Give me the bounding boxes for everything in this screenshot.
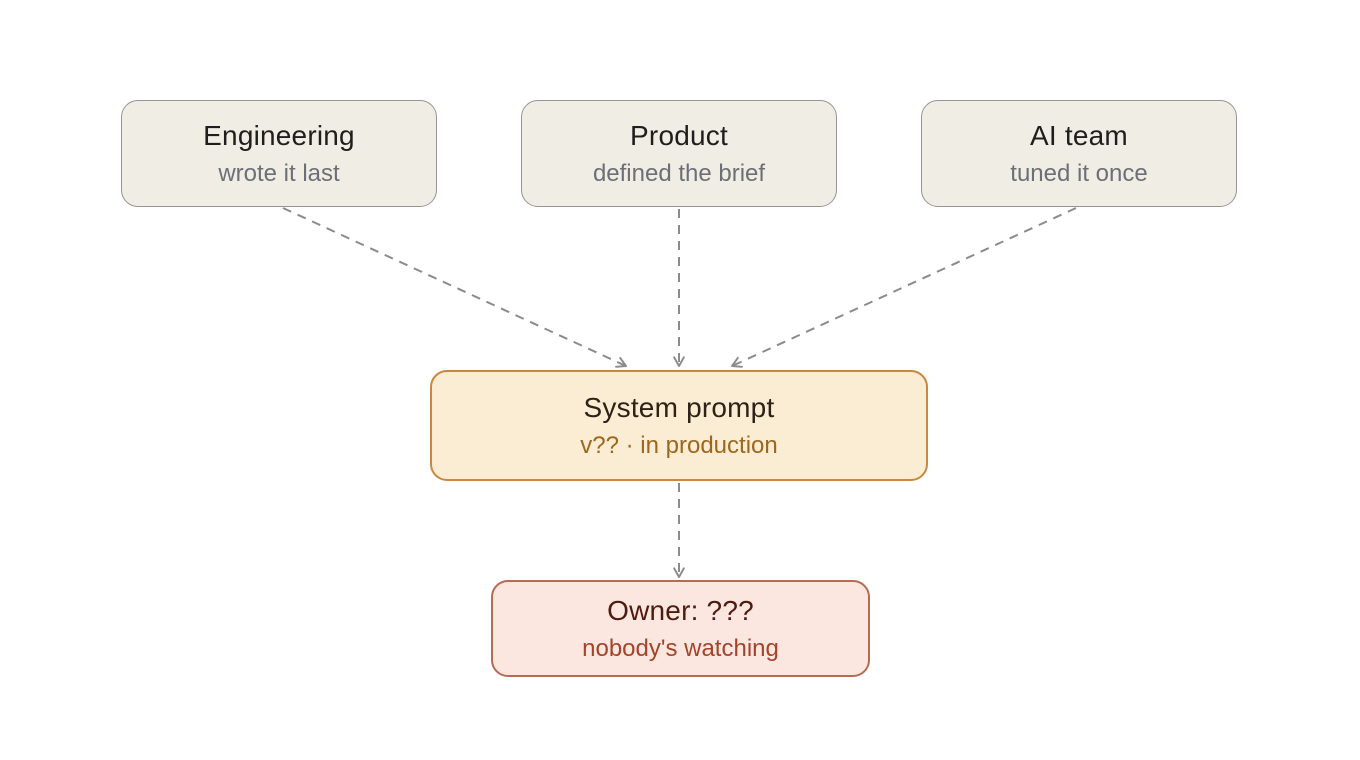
node-system-prompt-subtitle: v?? · in production: [580, 431, 778, 459]
node-owner-title: Owner: ???: [607, 594, 754, 626]
edge-engineering-to-system-prompt: [282, 207, 627, 368]
node-system-prompt: System prompt v?? · in production: [430, 370, 928, 481]
node-ai-team-subtitle: tuned it once: [1010, 159, 1148, 187]
node-product: Product defined the brief: [521, 100, 837, 207]
node-product-subtitle: defined the brief: [592, 159, 766, 187]
edge-ai-team-to-system-prompt: [731, 207, 1077, 368]
node-engineering-title: Engineering: [203, 119, 355, 151]
node-system-prompt-title: System prompt: [583, 391, 775, 423]
node-owner: Owner: ??? nobody's watching: [491, 580, 870, 677]
node-engineering-subtitle: wrote it last: [218, 159, 340, 187]
node-owner-subtitle: nobody's watching: [582, 634, 779, 662]
node-ai-team-title: AI team: [1030, 119, 1128, 151]
node-engineering: Engineering wrote it last: [121, 100, 437, 207]
node-ai-team: AI team tuned it once: [921, 100, 1237, 207]
node-product-title: Product: [630, 119, 728, 151]
